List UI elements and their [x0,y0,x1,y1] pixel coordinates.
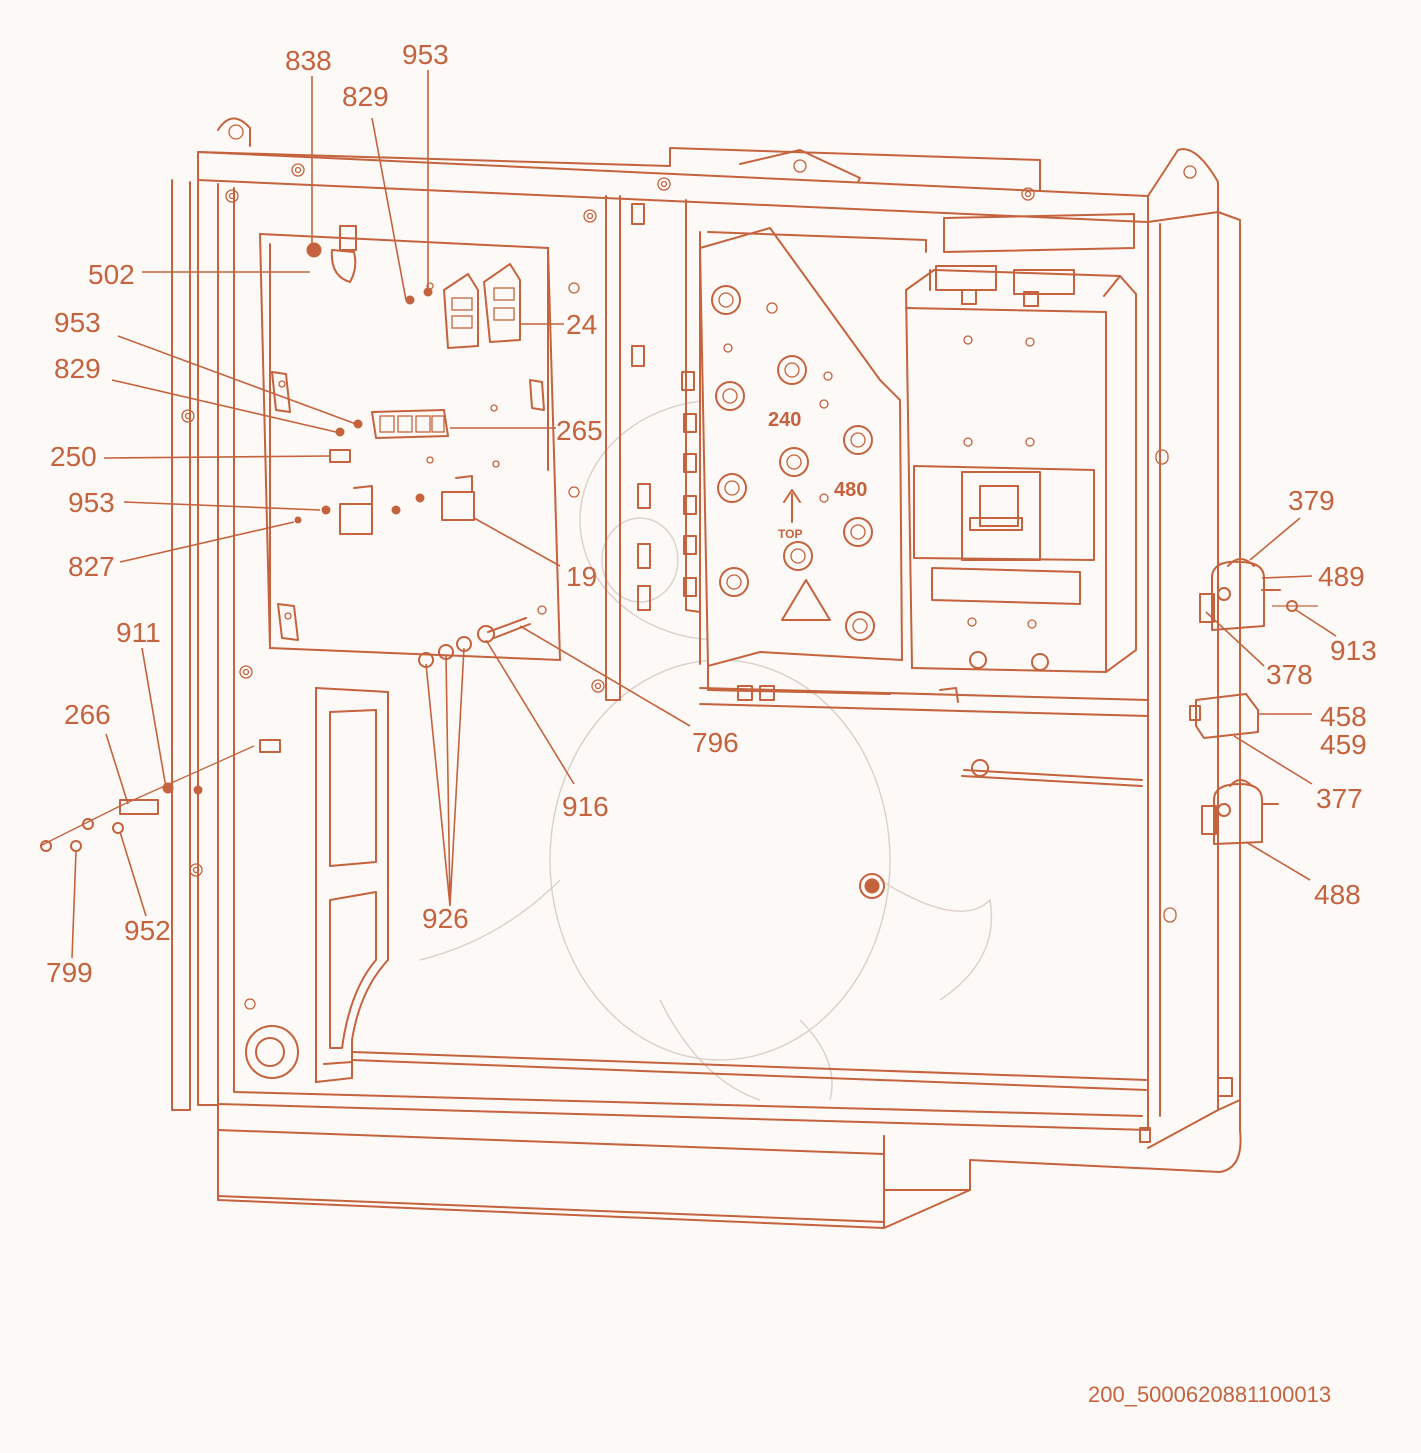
control-subpanel [258,232,562,662]
callout-926: 926 [422,903,469,934]
ground-lug-hardware [39,739,281,852]
callout-953-top: 953 [402,39,449,70]
callout-838: 838 [285,45,332,76]
callout-916: 916 [562,791,609,822]
callout-458: 458 [1320,701,1367,732]
callout-378: 378 [1266,659,1313,690]
callout-799: 799 [46,957,93,988]
tap-board [698,226,927,701]
callout-911: 911 [116,617,161,648]
drawing-id: 200_5000620881100013 [1088,1382,1331,1407]
callout-502: 502 [88,259,135,290]
callout-265: 265 [556,415,603,446]
callout-24: 24 [566,309,597,340]
callout-953-mid: 953 [54,307,101,338]
mounting-hardware [631,203,1233,1143]
enclosure-frame [171,117,1242,1229]
conduit-knockout [244,998,299,1079]
callout-379: 379 [1288,485,1335,516]
main-breaker [904,265,1137,674]
callout-827: 827 [68,551,115,582]
left-access-cover [315,686,1147,1091]
panel-markings: 240 480 TOP [768,409,867,541]
callout-953-low: 953 [68,487,115,518]
callout-829-top: 829 [342,81,389,112]
callout-459: 459 [1320,729,1367,760]
callout-377: 377 [1316,783,1363,814]
callout-829-mid: 829 [54,353,101,384]
callout-489: 489 [1318,561,1365,592]
callout-952: 952 [124,915,171,946]
callout-266: 266 [64,699,111,730]
callout-913: 913 [1330,635,1377,666]
callout-250: 250 [50,441,97,472]
callout-19: 19 [566,561,597,592]
callout-leaders [71,70,1337,959]
voltage-480-marking: 480 [834,479,867,501]
exterior-side-components [1189,558,1318,845]
voltage-240-marking: 240 [768,409,801,431]
callout-488: 488 [1314,879,1361,910]
top-orientation-marking: TOP [778,527,802,541]
callout-796: 796 [692,727,739,758]
callout-labels: 838 953 829 502 24 953 829 265 250 953 8… [46,39,1377,988]
